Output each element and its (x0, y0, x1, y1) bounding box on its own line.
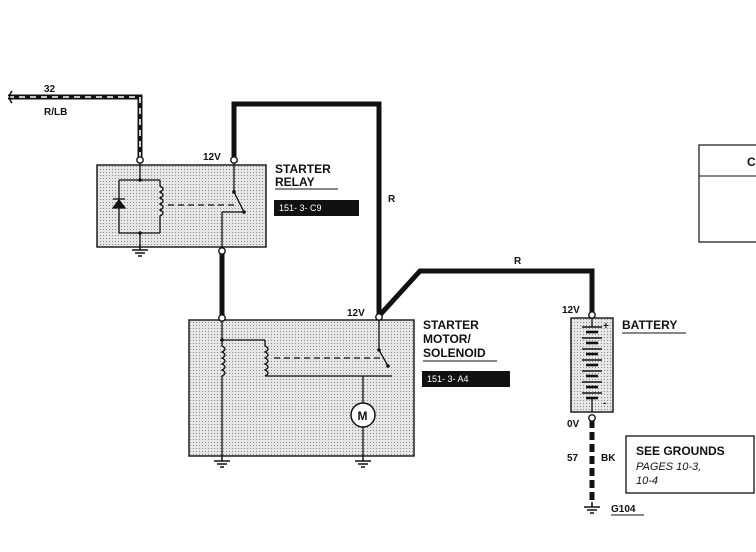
battery-minus: - (603, 398, 606, 409)
relay-pivot (138, 231, 142, 235)
relay-internal-circuit (111, 163, 245, 248)
relay-title: RELAY (275, 175, 315, 189)
solenoid-terminal (375, 313, 383, 321)
relay-terminal (218, 247, 226, 255)
solenoid-ref-box (422, 371, 510, 387)
wire-battery-feed-r (377, 268, 595, 318)
side-reference-box (698, 144, 756, 243)
relay-terminal (136, 156, 144, 164)
battery-voltage-top: 12V (562, 305, 580, 316)
see-grounds-line: 10-4 (636, 475, 658, 487)
wire-circuit-number: 32 (44, 84, 56, 95)
ground-icon (355, 455, 371, 468)
wire-color-code: BK (601, 453, 616, 464)
ground-icon (132, 244, 148, 257)
solenoid-title: MOTOR/ (423, 332, 471, 346)
see-grounds-note (625, 435, 755, 494)
relay-pivot (232, 190, 236, 194)
relay-ref-box (274, 200, 359, 216)
ground-icon (584, 502, 600, 514)
ground-point-label: G104 (611, 504, 636, 515)
wire-color-code: R/LB (44, 107, 67, 118)
see-grounds-title: SEE GROUNDS (636, 444, 725, 458)
battery-terminal (588, 414, 596, 422)
motor-symbol: M (358, 409, 368, 423)
side-box-label: C (747, 155, 756, 169)
battery-voltage-bottom: 0V (567, 419, 580, 430)
relay-ref-code: 151- 3- C9 (279, 203, 322, 213)
solenoid-terminal (218, 314, 226, 322)
battery-cells-icon (582, 318, 602, 412)
solenoid-voltage-label: 12V (347, 308, 365, 319)
wire-color-label: R (514, 256, 522, 267)
battery-terminal (588, 311, 596, 319)
starter-solenoid-box (188, 319, 415, 457)
motor-icon (350, 402, 376, 428)
battery-plus: + (603, 321, 609, 332)
wire-circuit-number: 57 (567, 453, 579, 464)
relay-title: STARTER (275, 162, 331, 176)
solenoid-pivot (386, 364, 390, 368)
wire-relay-feed-r (231, 101, 382, 316)
wire-color-label: R (388, 194, 396, 205)
solenoid-ref-code: 151- 3- A4 (427, 374, 469, 384)
ground-icon (214, 455, 230, 468)
solenoid-pivot (377, 348, 381, 352)
solenoid-pivot (220, 338, 224, 342)
see-grounds-line: PAGES 10-3, (636, 461, 701, 473)
wire-32-rlb (8, 90, 143, 158)
relay-voltage-label: 12V (203, 152, 221, 163)
relay-pivot (242, 210, 246, 214)
solenoid-title: STARTER (423, 318, 479, 332)
battery-title: BATTERY (622, 318, 677, 332)
relay-pivot (138, 178, 142, 182)
solenoid-title: SOLENOID (423, 346, 486, 360)
relay-terminal (230, 156, 238, 164)
